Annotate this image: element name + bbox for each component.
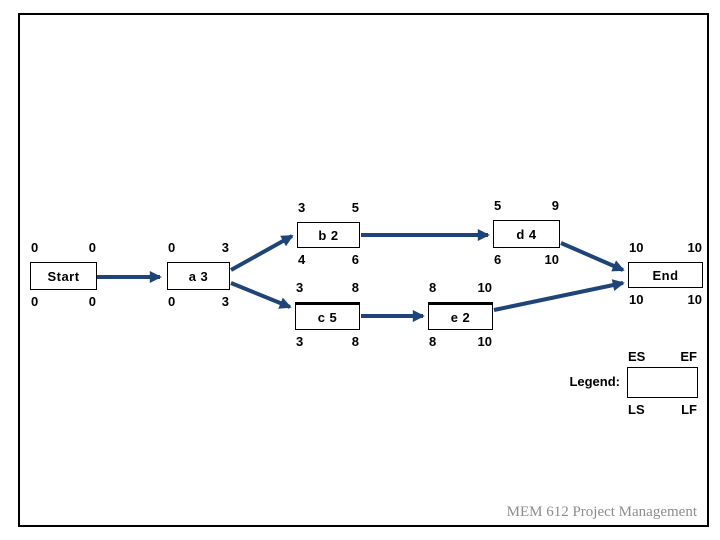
node-label: End (652, 267, 679, 283)
ls-label: 6 (494, 252, 502, 267)
ls-label: 0 (31, 294, 39, 309)
es-label: 8 (429, 280, 437, 295)
legend-lf-label: LF (681, 402, 697, 417)
es-label: 0 (31, 240, 39, 255)
node-label: d 4 (516, 226, 537, 242)
node-box: c 5 (295, 302, 360, 330)
node-start: 0 0 Start 0 0 (30, 241, 97, 308)
node-box: Start (30, 262, 97, 290)
node-label: a 3 (188, 268, 209, 284)
ef-label: 0 (88, 240, 96, 255)
node-label: e 2 (450, 309, 471, 325)
node-label: Start (47, 268, 80, 284)
slide-border (18, 13, 709, 527)
ef-label: 10 (687, 240, 702, 255)
legend-title: Legend: (569, 374, 620, 389)
node-box: End (628, 262, 703, 288)
legend-es-label: ES (628, 349, 646, 364)
es-label: 3 (296, 280, 304, 295)
lf-label: 6 (351, 252, 359, 267)
lf-label: 10 (687, 292, 702, 307)
ls-label: 8 (429, 334, 437, 349)
node-label: c 5 (317, 309, 338, 325)
lf-label: 3 (221, 294, 229, 309)
ef-label: 8 (351, 280, 359, 295)
legend-box (627, 367, 698, 398)
node-a: 0 3 a 3 0 3 (167, 241, 230, 308)
es-label: 3 (298, 200, 306, 215)
node-label: b 2 (318, 227, 339, 243)
lf-label: 0 (88, 294, 96, 309)
footer-text: MEM 612 Project Management (506, 504, 697, 520)
ls-label: 10 (629, 292, 644, 307)
node-box: e 2 (428, 302, 493, 330)
legend-node: ES EF LS LF (627, 350, 698, 416)
lf-label: 8 (351, 334, 359, 349)
ef-label: 10 (477, 280, 492, 295)
legend-ef-label: EF (680, 349, 697, 364)
node-d: 5 9 d 4 6 10 (493, 199, 560, 266)
ef-label: 5 (351, 200, 359, 215)
ef-label: 3 (221, 240, 229, 255)
es-label: 10 (629, 240, 644, 255)
node-box: d 4 (493, 220, 560, 248)
node-box: b 2 (297, 222, 360, 248)
node-b: 3 5 b 2 4 6 (297, 201, 360, 266)
lf-label: 10 (477, 334, 492, 349)
ls-label: 3 (296, 334, 304, 349)
node-end: 10 10 End 10 10 (628, 241, 703, 306)
legend-ls-label: LS (628, 402, 645, 417)
es-label: 0 (168, 240, 176, 255)
lf-label: 10 (544, 252, 559, 267)
node-box: a 3 (167, 262, 230, 290)
es-label: 5 (494, 198, 502, 213)
ls-label: 4 (298, 252, 306, 267)
node-e: 8 10 e 2 8 10 (428, 281, 493, 348)
ef-label: 9 (551, 198, 559, 213)
ls-label: 0 (168, 294, 176, 309)
node-c: 3 8 c 5 3 8 (295, 281, 360, 348)
